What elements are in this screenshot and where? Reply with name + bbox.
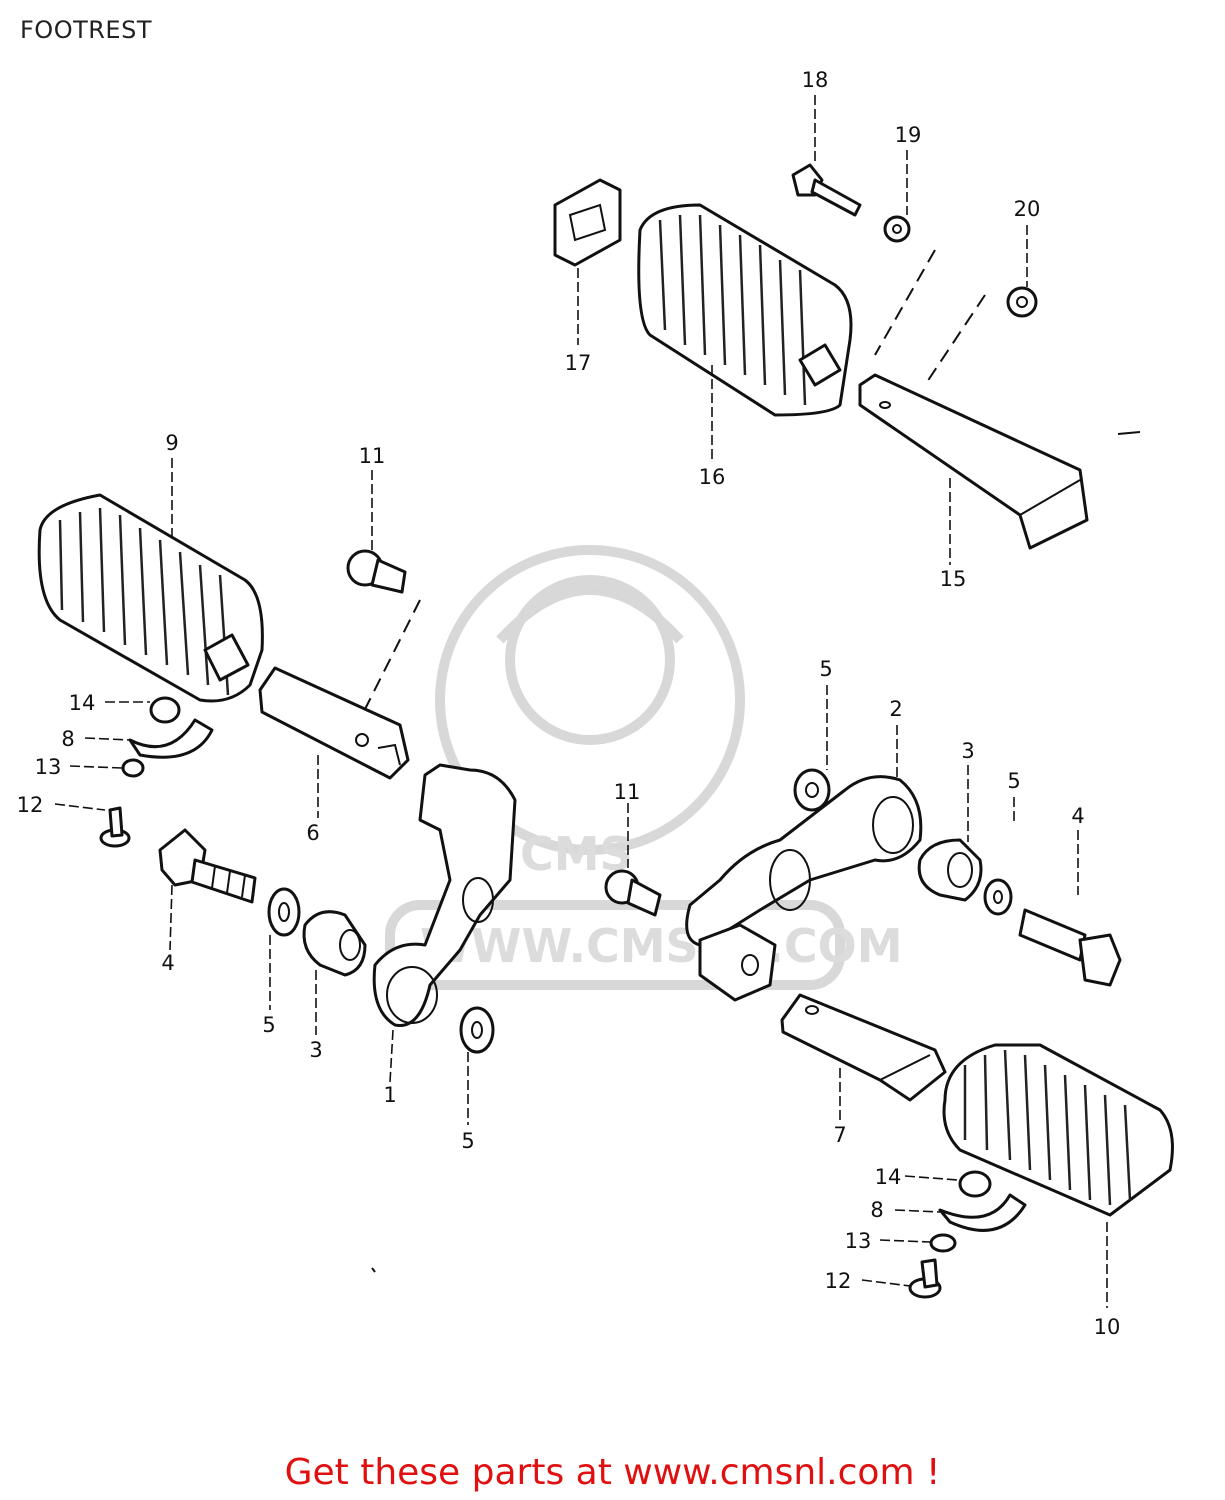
part-8-spring-left — [128, 718, 214, 759]
callout-16: 16 — [699, 465, 726, 489]
callout-leaders — [54, 95, 1108, 1308]
part-3-bushing-left — [302, 910, 367, 977]
callout-12-left: 12 — [17, 793, 44, 817]
callout-5-right-a: 5 — [819, 657, 832, 681]
part-8-spring-right — [938, 1193, 1027, 1232]
callout-10: 10 — [1094, 1315, 1121, 1339]
part-4-bolt-right — [1018, 908, 1122, 987]
callout-20: 20 — [1014, 197, 1041, 221]
callout-17: 17 — [565, 351, 592, 375]
callout-12-right: 12 — [825, 1269, 852, 1293]
part-5-washer-left-a — [267, 887, 301, 937]
part-6-plate — [258, 666, 410, 780]
part-18-bolt — [791, 163, 862, 217]
part-20-nut — [1006, 286, 1038, 318]
part-4-bolt-left — [158, 828, 257, 904]
callout-13-left: 13 — [35, 755, 62, 779]
callout-8-left: 8 — [61, 727, 74, 751]
part-13-nut-left — [121, 758, 145, 778]
part-5-washer-right-a — [793, 768, 831, 812]
callout-4-right: 4 — [1071, 804, 1084, 828]
callout-11-left: 11 — [359, 444, 386, 468]
callout-14-left: 14 — [69, 691, 96, 715]
part-11-pin-right — [604, 869, 662, 917]
part-16-rubber — [637, 203, 853, 417]
callout-14-right: 14 — [875, 1165, 902, 1189]
part-17-plate — [553, 178, 622, 267]
part-14-cap-right — [958, 1170, 992, 1198]
callout-6: 6 — [306, 821, 319, 845]
callout-5-left-a: 5 — [262, 1013, 275, 1037]
part-7-plate — [780, 993, 947, 1102]
callout-numbers: 18 19 20 17 16 15 9 11 14 8 13 12 6 4 5 … — [17, 68, 1121, 1339]
part-9-rubber — [37, 493, 264, 703]
part-11-pin-left — [346, 549, 407, 594]
callout-11-right: 11 — [614, 780, 641, 804]
part-10-rubber — [942, 1043, 1174, 1217]
part-12-screw-left — [99, 806, 131, 848]
part-5-washer-left-b — [459, 1006, 495, 1054]
watermark-logo: CMS WWW.CMSNL.COM — [385, 545, 903, 990]
callout-5-left-b: 5 — [461, 1129, 474, 1153]
part-14-cap-left — [149, 696, 181, 724]
callout-3-left: 3 — [309, 1038, 322, 1062]
callout-2: 2 — [889, 697, 902, 721]
callout-13-right: 13 — [845, 1229, 872, 1253]
callout-7: 7 — [833, 1123, 846, 1147]
part-5-washer-right-b — [983, 878, 1013, 916]
callout-15: 15 — [940, 567, 967, 591]
callout-5-right-b: 5 — [1007, 769, 1020, 793]
part-12-screw-right — [908, 1258, 942, 1299]
page-title: FOOTREST — [20, 16, 152, 44]
callout-4-left: 4 — [161, 951, 174, 975]
part-13-nut-right — [929, 1233, 957, 1253]
callout-8-right: 8 — [870, 1198, 883, 1222]
part-3-bushing-right — [917, 838, 983, 902]
part-2-bracket-right — [685, 775, 923, 1002]
callout-19: 19 — [895, 123, 922, 147]
part-15-peg-shaft — [858, 373, 1089, 550]
callout-3-right: 3 — [961, 739, 974, 763]
callout-18: 18 — [802, 68, 829, 92]
part-19-washer — [883, 215, 911, 243]
part-1-bracket-left — [372, 763, 517, 1027]
watermark-url-text: WWW.CMSNL.COM — [420, 919, 903, 973]
callout-9: 9 — [165, 431, 178, 455]
footer-link[interactable]: Get these parts at www.cmsnl.com ! — [284, 1452, 941, 1493]
callout-1: 1 — [383, 1083, 396, 1107]
